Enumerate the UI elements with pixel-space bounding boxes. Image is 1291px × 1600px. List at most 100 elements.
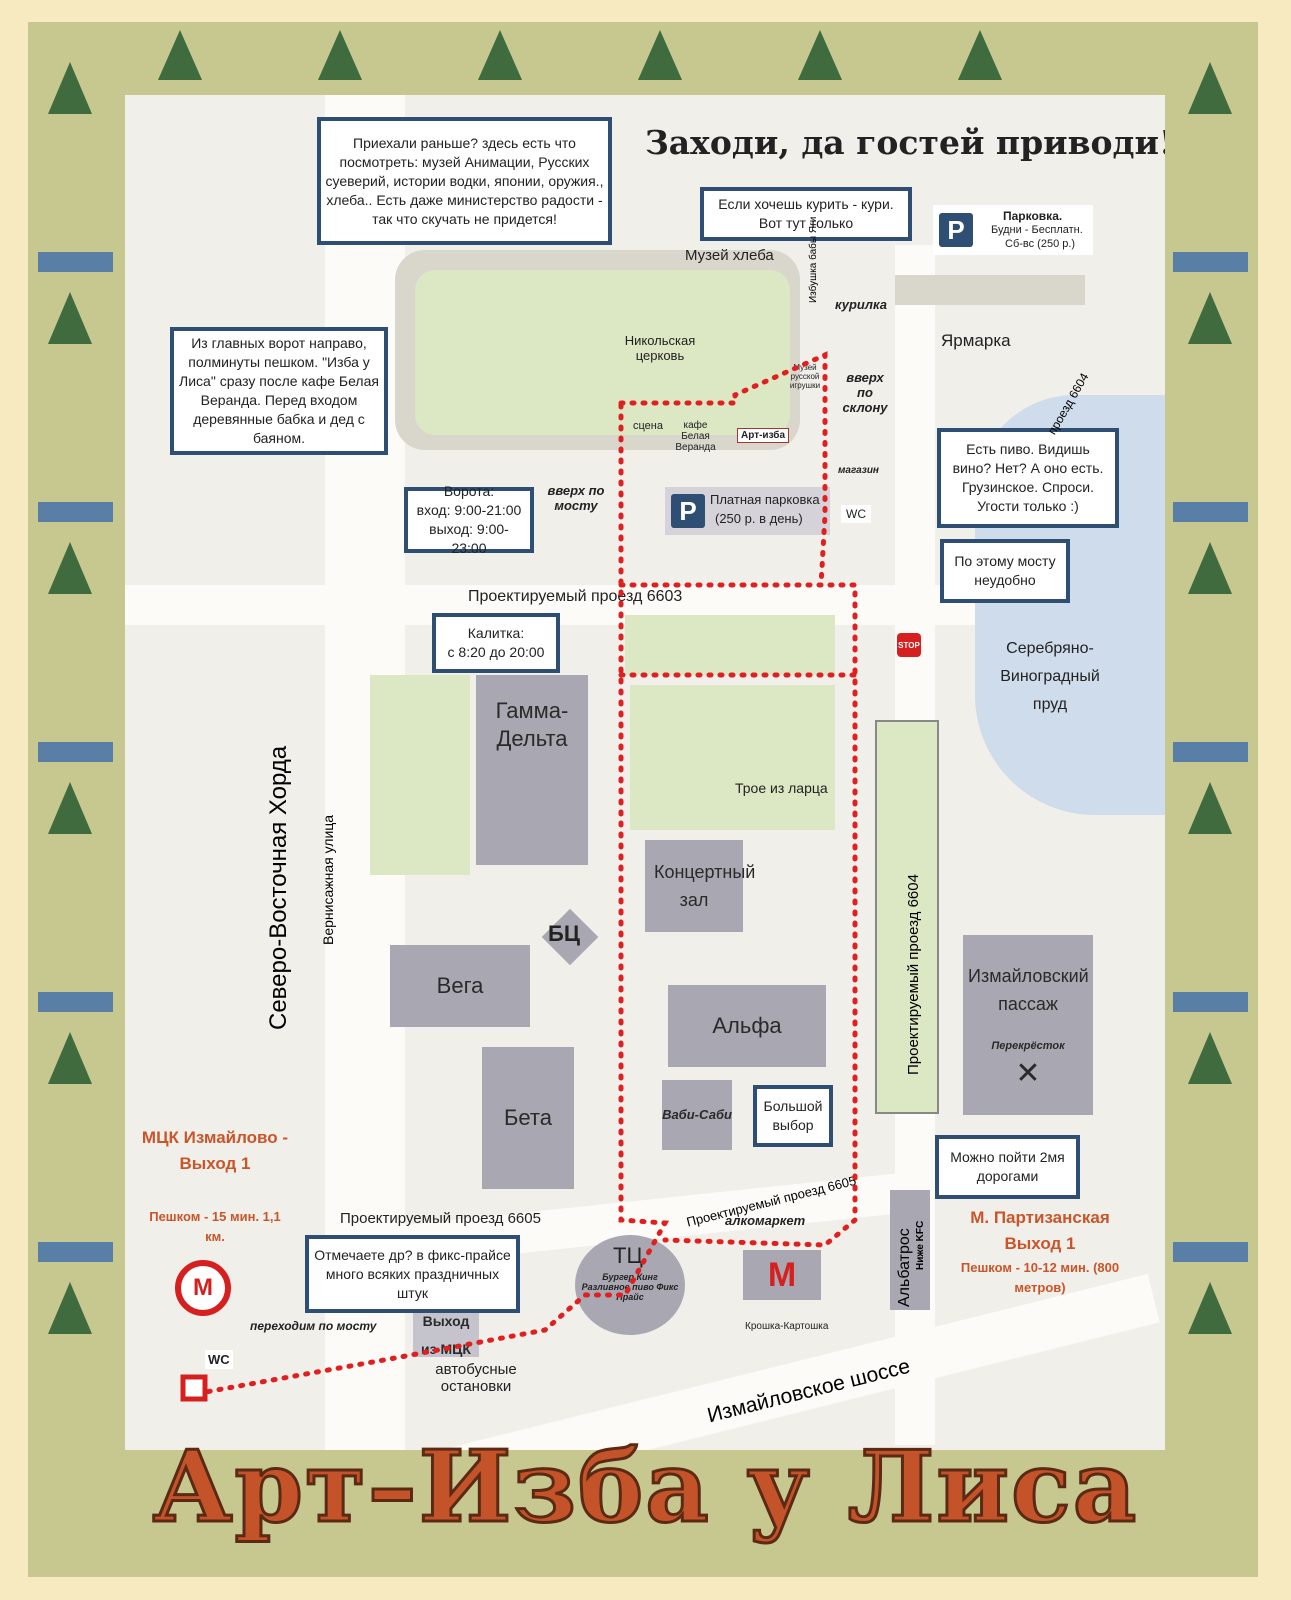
tree-icon — [1188, 1282, 1232, 1334]
callout-smoke: Если хочешь курить - кури. Вот тут тольк… — [700, 187, 912, 241]
gates-in: вход: 9:00-21:00 — [416, 502, 522, 518]
label-pond: Серебряно-Виноградный пруд — [1000, 640, 1100, 713]
tree-icon — [1188, 292, 1232, 344]
tree-icon — [158, 30, 202, 80]
label-church: Никольская церковь — [624, 333, 696, 363]
label-bread-museum: Музей хлеба — [685, 247, 774, 264]
label-shop: магазин — [838, 465, 879, 476]
tree-icon — [48, 292, 92, 344]
partizan-walk: Пешком - 10-12 мин. (800 метров) — [960, 1260, 1120, 1295]
label-wc: WC — [841, 505, 871, 523]
green-left — [370, 675, 470, 875]
label-art-izba: Арт-изба — [737, 428, 790, 443]
callout-gate-directions: Из главных ворот направо, полминуты пешк… — [170, 327, 388, 455]
stop-sign-icon: STOP — [897, 633, 921, 657]
building-albatros — [890, 1190, 930, 1310]
callout-wicket: Калитка: с 8:20 до 20:00 — [432, 613, 560, 673]
label-up-slope: вверх по склону — [842, 370, 888, 415]
callout-bridge: По этому мосту неудобно — [940, 539, 1070, 603]
callout-bday: Отмечаете др? в фикс-прайсе много всяких… — [305, 1235, 520, 1313]
callout-early: Приехали раньше? здесь есть что посмотре… — [317, 117, 612, 245]
fork-knife-icon: ✕ — [1015, 1057, 1041, 1090]
callout-two-roads: Можно пойти 2мя дорогами — [935, 1135, 1080, 1199]
page-title: Арт–Изба у Лиса — [151, 1429, 1139, 1547]
route-layer — [180, 351, 858, 1402]
label-bc: БЦ — [548, 921, 580, 946]
label-alko: алкомаркет — [725, 1213, 806, 1228]
building-vega: Вега — [390, 945, 530, 1027]
wicket-hours: с 8:20 до 20:00 — [447, 644, 545, 660]
tree-icon — [48, 542, 92, 594]
label-troe: Трое из ларца — [735, 780, 828, 796]
tree-icon — [48, 62, 92, 114]
mck-metro-icon: М — [175, 1260, 231, 1316]
label-stage: сцена — [633, 420, 663, 432]
wicket-title: Калитка: — [467, 625, 525, 641]
green-6603 — [625, 615, 835, 675]
building-alfa: Альфа — [668, 985, 826, 1067]
paid-parking: P Платная парковка (250 р. в день) — [665, 487, 830, 535]
label-bus: автобусные остановки — [435, 1361, 517, 1395]
tree-icon — [1188, 782, 1232, 834]
tree-icon — [798, 30, 842, 80]
page-heading: Заходи, да гостей приводи! — [645, 123, 1165, 162]
tree-icon — [478, 30, 522, 80]
pattern-band — [38, 252, 113, 272]
building-concert: Концертный зал — [645, 840, 755, 932]
mck-name: МЦК Измайлово - Выход 1 — [141, 1128, 289, 1173]
building-beta: Бета — [482, 1047, 574, 1189]
green-troe — [630, 685, 835, 830]
building-vabi: Ваби-Саби — [662, 1080, 732, 1150]
walking-route-top — [618, 351, 828, 588]
label-cross-bridge: переходим по мосту — [250, 1319, 377, 1333]
paid-parking-icon: P — [671, 494, 705, 528]
gates-out: выход: 9:00-23:00 — [429, 521, 509, 556]
pattern-band — [1173, 502, 1248, 522]
start-marker — [180, 1374, 208, 1402]
label-kroshka: Крошка-Картошка — [745, 1321, 829, 1332]
pattern-band — [1173, 1242, 1248, 1262]
partizan-name: М. Партизанская Выход 1 — [970, 1208, 1110, 1253]
callout-beer: Есть пиво. Видишь вино? Нет? А оно есть.… — [937, 428, 1119, 528]
pattern-band — [38, 502, 113, 522]
tree-icon — [48, 1032, 92, 1084]
walking-route-alt — [618, 582, 858, 1248]
street-6605-a: Проектируемый проезд 6605 — [340, 1210, 541, 1227]
tc-circle — [575, 1235, 685, 1335]
pattern-band — [38, 1242, 113, 1262]
parking-title: Парковка. — [1003, 209, 1063, 223]
label-up-bridge: вверх по мосту — [547, 483, 605, 513]
label-kurilka: курилка — [835, 297, 887, 312]
callout-choice: Большой выбор — [753, 1085, 833, 1147]
mck-walk: Пешком - 15 мин. 1,1 км. — [149, 1209, 281, 1244]
pattern-band — [38, 742, 113, 762]
tree-icon — [958, 30, 1002, 80]
tree-icon — [638, 30, 682, 80]
parking-panel: P Парковка. Будни - Бесплатн. Сб-вс (250… — [933, 205, 1093, 255]
tree-icon — [1188, 1032, 1232, 1084]
metro-icon: М — [743, 1250, 821, 1300]
park-green — [415, 270, 790, 435]
walking-route — [197, 402, 670, 1396]
tree-icon — [48, 1282, 92, 1334]
gates-title: Ворота: — [443, 483, 495, 499]
yarmarka-road — [895, 275, 1085, 305]
tree-icon — [1188, 542, 1232, 594]
label-wc-2: WC — [205, 1350, 233, 1369]
building-izm-passage: Измайловский пассаж Перекрёсток ✕ — [963, 935, 1093, 1115]
tree-icon — [1188, 62, 1232, 114]
paid-parking-label: Платная парковка — [710, 492, 820, 507]
map-area: Заходи, да гостей приводи! Приехали рань… — [125, 95, 1165, 1450]
paid-parking-price: (250 р. в день) — [715, 511, 803, 526]
pattern-band — [1173, 742, 1248, 762]
building-gamma: Гамма-Дельта — [476, 675, 588, 865]
label-cafe: кафе Белая Веранда — [675, 420, 716, 453]
label-tc-desc: Бургер Кинг Разливное пиво Фикс Прайс — [581, 1272, 679, 1302]
parking-weekend: Сб-вс (250 р.) — [1005, 238, 1076, 250]
street-6603: Проектируемый проезд 6603 — [468, 588, 683, 605]
label-tc: ТЦ — [613, 1243, 643, 1268]
parking-weekday: Будни - Бесплатн. — [991, 224, 1083, 236]
pattern-band — [1173, 252, 1248, 272]
tree-icon — [318, 30, 362, 80]
parking-icon: P — [939, 213, 973, 247]
